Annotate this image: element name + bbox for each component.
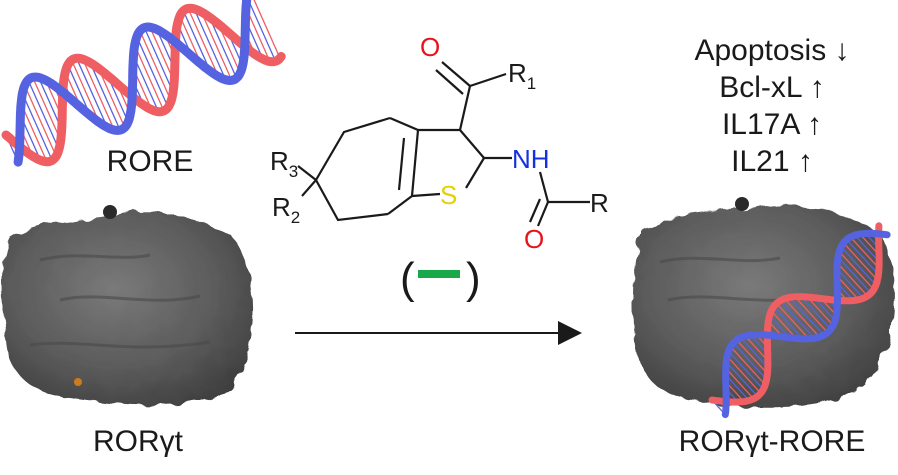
base-pair-rung: [732, 342, 768, 380]
base-pair-rung: [794, 296, 829, 334]
base-pair-rung: [770, 310, 797, 339]
base-pair-rung: [187, 8, 220, 77]
base-pair-rung: [849, 236, 880, 269]
atom-oxygen-bottom: O: [524, 224, 544, 254]
base-pair-rung: [27, 79, 60, 150]
atom-sulfur: S: [440, 180, 457, 210]
base-pair-rung: [736, 339, 768, 375]
base-pair-rung: [725, 374, 750, 401]
base-pair-rung: [776, 302, 810, 340]
inhibit-paren-close: ): [466, 254, 481, 303]
effect-item: IL17A ↑: [721, 108, 823, 141]
base-pair-rung: [806, 296, 834, 326]
ror-protein-surface: [2, 205, 254, 406]
base-pair-rung: [843, 242, 878, 281]
base-pair-rung: [728, 350, 764, 390]
base-pair-rung: [253, 0, 281, 59]
base-pair-rung: [32, 77, 62, 141]
base-pair-rung: [136, 36, 169, 108]
base-pair-rung: [837, 256, 872, 294]
base-pair-rung: [24, 85, 57, 157]
reaction-arrow: [295, 321, 582, 345]
base-pair-rung: [854, 234, 880, 263]
base-pair-rung: [208, 16, 238, 79]
molecule-atom-labels: O R1 NH S R O R3 R2: [270, 32, 609, 254]
base-pair-rung: [730, 346, 766, 386]
base-pair-rung: [773, 306, 804, 340]
r3-group: R3: [270, 146, 298, 181]
base-pair-rung: [97, 68, 126, 128]
dna-backbone-strand: [721, 229, 891, 419]
base-pair-rung: [836, 262, 869, 297]
base-pair-rung: [21, 93, 53, 161]
base-pair-rung: [182, 10, 211, 72]
base-pair-rung: [800, 296, 832, 330]
base-pair-rung: [132, 55, 160, 112]
base-pair-rung: [200, 11, 233, 81]
inhibit-paren-open: (: [400, 254, 415, 303]
base-pair-rung: [836, 275, 860, 301]
r2-group: R2: [272, 192, 300, 227]
complex-protein-surface: [632, 197, 894, 408]
effect-item: IL21 ↑: [731, 145, 813, 178]
base-pair-rung: [82, 58, 115, 131]
effect-item: Apoptosis ↓: [694, 34, 850, 67]
ror-label: RORγt: [93, 425, 183, 458]
base-pair-rung: [784, 298, 820, 338]
inhibition-sign: ( ): [400, 254, 481, 303]
effects-list: Apoptosis ↓ Bcl-xL ↑ IL17A ↑ IL21 ↑: [694, 32, 849, 180]
base-pair-rung: [193, 8, 227, 81]
base-pair-rung: [725, 367, 755, 400]
base-pair-rung: [836, 268, 864, 299]
atom-oxygen-top: O: [420, 32, 440, 62]
base-pair-rung: [838, 251, 875, 290]
rore-dna-helix: [1, 0, 286, 167]
dna-backbone-strand: [708, 222, 883, 406]
effect-item: Bcl-xL ↑: [719, 71, 825, 104]
atom-nh: NH: [512, 144, 550, 174]
base-pair-rung: [725, 361, 758, 397]
base-pair-rung: [143, 27, 174, 93]
rore-label: RORE: [106, 145, 194, 178]
r-group: R: [590, 188, 609, 218]
base-pair-rung: [76, 58, 108, 128]
base-pair-rung: [139, 30, 172, 102]
dna-backbone-strand: [1, 3, 286, 167]
r1-group: R1: [508, 58, 536, 93]
base-pair-rung: [740, 337, 769, 368]
base-pair-rung: [744, 335, 769, 362]
complex-label: RORγt-RORE: [678, 425, 866, 458]
base-pair-rung: [846, 239, 879, 275]
complex-dna-helix: [708, 222, 891, 419]
molecule-structure: [297, 61, 590, 227]
base-pair-rung: [789, 297, 825, 336]
base-pair-rung: [247, 0, 277, 62]
base-pair-rung: [89, 62, 121, 131]
base-pair-rung: [134, 44, 165, 112]
base-pair-rung: [726, 355, 762, 394]
base-pair-rung: [71, 59, 100, 123]
base-pair-rung: [779, 300, 815, 339]
inhibit-bar: [418, 270, 460, 278]
base-pair-rung: [20, 103, 48, 162]
base-pair-rung: [840, 246, 877, 286]
dna-backbone-strand: [13, 0, 252, 167]
